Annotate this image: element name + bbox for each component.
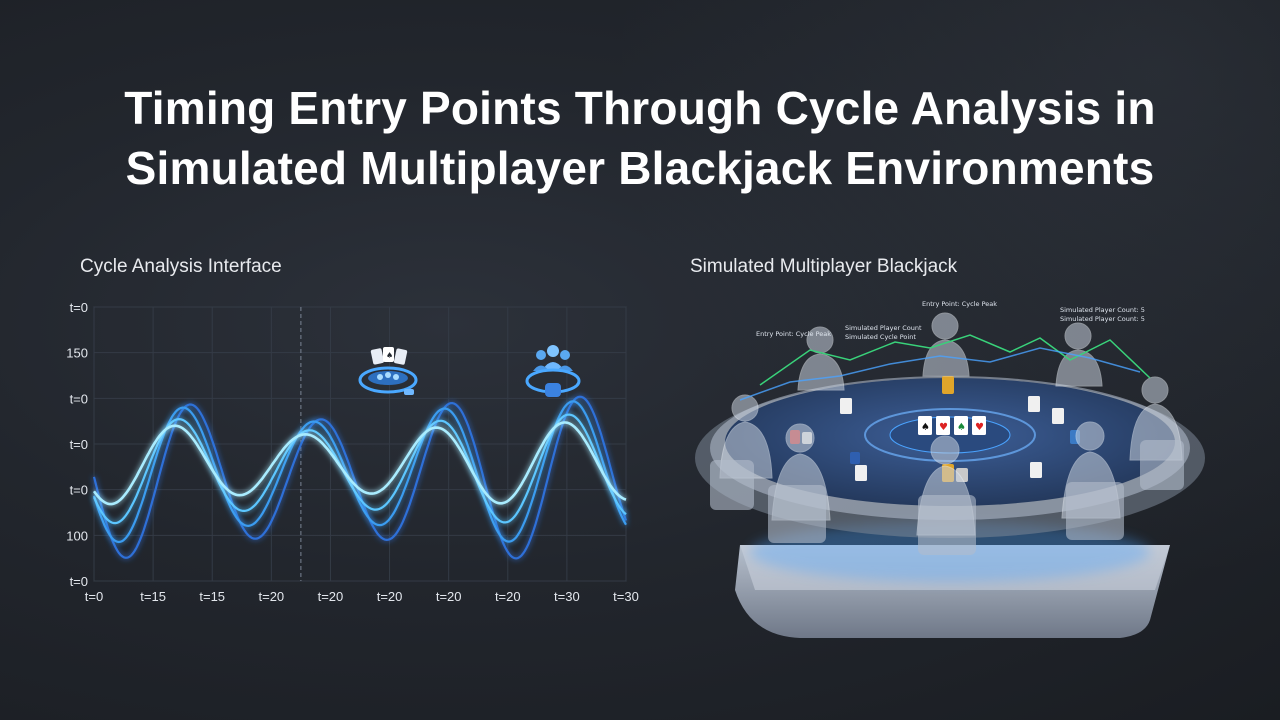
player-2 [922,312,970,377]
svg-text:♠: ♠ [957,422,966,433]
y-tick-label: t=0 [70,300,88,315]
svg-text:♠: ♠ [921,422,930,433]
x-tick-label: t=20 [495,589,521,604]
x-tick-label: t=20 [436,589,462,604]
y-tick-label: t=0 [70,391,88,406]
blackjack-label: Simulated Multiplayer Blackjack [690,256,958,277]
y-tick-label: t=0 [70,574,88,589]
y-axis-ticks: t=0 150 t=0 t=0 t=0 100 t=0 [66,300,88,589]
x-tick-label: t=20 [377,589,403,604]
x-axis-ticks: t=0 t=15 t=15 t=20 t=20 t=20 t=20 t=20 t=30 t=30 [85,589,639,604]
title-line-1: Timing Entry Points Through Cycle Analys… [124,82,1156,134]
annotation-player-count: Simulated Player Count [845,324,922,332]
annotation-player-count-5b: Simulated Player Count: 5 [1060,315,1145,323]
y-tick-label: 100 [66,528,88,543]
chart-series-group [92,395,628,560]
page-title: Timing Entry Points Through Cycle Analys… [0,78,1280,198]
svg-text:♥: ♥ [975,422,984,433]
player-1 [797,326,845,391]
cycle-wave-3 [93,413,627,525]
annotations: Entry Point: Cycle Peak Entry Point: Cyc… [756,300,1145,341]
cards-table-icon: ♠ [358,347,418,395]
x-tick-label: t=30 [554,589,580,604]
players-icon [525,345,581,397]
x-tick-label: t=15 [140,589,166,604]
cycle-wave-2 [92,400,627,544]
x-tick-label: t=0 [85,589,103,604]
x-tick-label: t=15 [199,589,225,604]
annotation-entry-point-top: Entry Point: Cycle Peak [922,300,997,308]
cycle-wave-1 [92,395,628,560]
svg-text:♠: ♠ [386,351,393,360]
table-cards: ♠ ♥ ♠ ♥ [840,396,1064,481]
trend-lines [739,334,1151,401]
title-line-2: Simulated Multiplayer Blackjack Environm… [125,142,1155,194]
y-tick-label: 150 [66,346,88,361]
chairs [710,440,1184,555]
x-tick-label: t=20 [258,589,284,604]
y-tick-label: t=0 [70,437,88,452]
annotation-player-count-5a: Simulated Player Count: 5 [1060,306,1145,314]
annotation-entry-point-left: Entry Point: Cycle Peak [756,330,831,338]
cycle-analysis-label: Cycle Analysis Interface [80,256,282,277]
annotation-cycle-point: Simulated Cycle Point [845,333,916,341]
svg-text:♥: ♥ [939,422,948,433]
x-tick-label: t=20 [318,589,344,604]
y-tick-label: t=0 [70,483,88,498]
cycle-wave-4 [92,421,627,506]
x-tick-label: t=30 [613,589,639,604]
blackjack-scene: ♠ ♥ ♠ ♥ [695,300,1205,638]
platform [735,522,1170,638]
